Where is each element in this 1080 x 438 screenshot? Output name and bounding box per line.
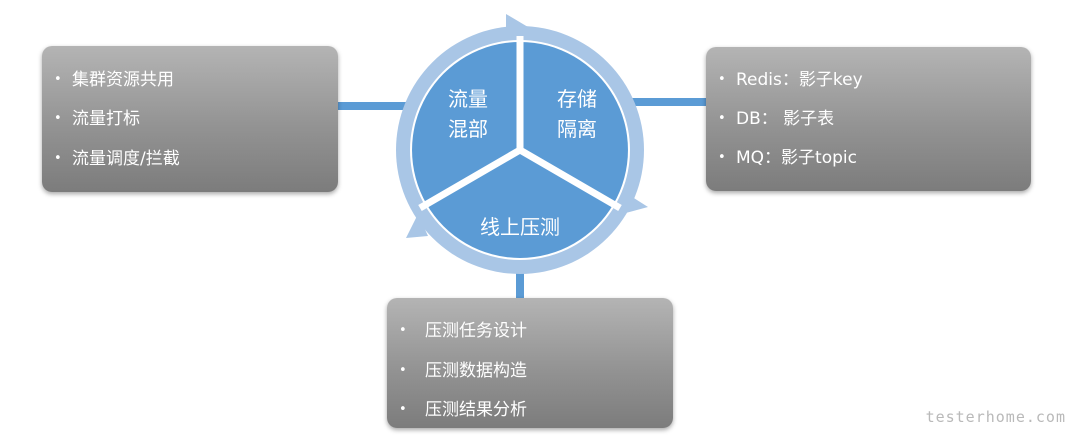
list-item-text: 压测结果分析 [425, 400, 527, 420]
list-item-text: Redis：影子key [736, 70, 863, 90]
segment-label-line-2: 混部 [448, 117, 488, 141]
bullet-icon: • [399, 323, 407, 338]
list-item: • 压测数据构造 [399, 361, 527, 383]
segment-label-line-2: 隔离 [557, 117, 597, 141]
connector-right [600, 98, 708, 106]
segment-group [412, 36, 628, 258]
segment-label-line-1: 流量 [448, 87, 488, 111]
segment-label-line-1: 存储 [557, 87, 597, 111]
bullet-icon: • [54, 72, 62, 87]
list-item: • MQ：影子topic [718, 148, 857, 170]
bullet-icon: • [399, 402, 407, 417]
cycle-arrow-left [406, 214, 428, 238]
online-stress-box: • 压测任务设计 • 压测数据构造 • 压测结果分析 [387, 298, 673, 428]
list-item: • 压测结果分析 [399, 400, 527, 422]
cycle-arrow-top [506, 14, 528, 40]
bullet-icon: • [718, 72, 726, 87]
list-item: • 集群资源共用 [54, 70, 174, 92]
list-item: • 流量调度/拦截 [54, 149, 180, 171]
list-item-text: DB： 影子表 [736, 109, 835, 129]
list-item-text: 流量调度/拦截 [72, 149, 180, 169]
segment-divider-right [518, 146, 622, 212]
list-item: • DB： 影子表 [718, 109, 834, 131]
list-item-text: 流量打标 [72, 109, 140, 129]
connector-left [336, 102, 444, 110]
bullet-icon: • [54, 151, 62, 166]
bullet-icon: • [718, 150, 726, 165]
segment-label-online-stress: 线上压测 [480, 215, 560, 239]
list-item: • Redis：影子key [718, 70, 863, 92]
list-item-text: 压测任务设计 [425, 321, 527, 341]
bullet-icon: • [718, 111, 726, 126]
cycle-arrow-right [622, 193, 648, 214]
traffic-mixing-box: • 集群资源共用 • 流量打标 • 流量调度/拦截 [42, 46, 338, 192]
segment-label-storage-isolation: 存储 隔离 [545, 84, 609, 144]
list-item: • 压测任务设计 [399, 321, 527, 343]
list-item: • 流量打标 [54, 109, 140, 131]
bullet-icon: • [399, 363, 407, 378]
storage-isolation-box: • Redis：影子key • DB： 影子表 • MQ：影子topic [706, 47, 1031, 191]
segment-divider-left [418, 146, 522, 212]
segment-online-stress [426, 150, 614, 258]
segment-label-traffic-mixing: 流量 混部 [436, 84, 500, 144]
list-item-text: 压测数据构造 [425, 361, 527, 381]
bullet-icon: • [54, 111, 62, 126]
list-item-text: 集群资源共用 [72, 70, 174, 90]
list-item-text: MQ：影子topic [736, 148, 857, 168]
watermark: testerhome.com [925, 408, 1066, 426]
